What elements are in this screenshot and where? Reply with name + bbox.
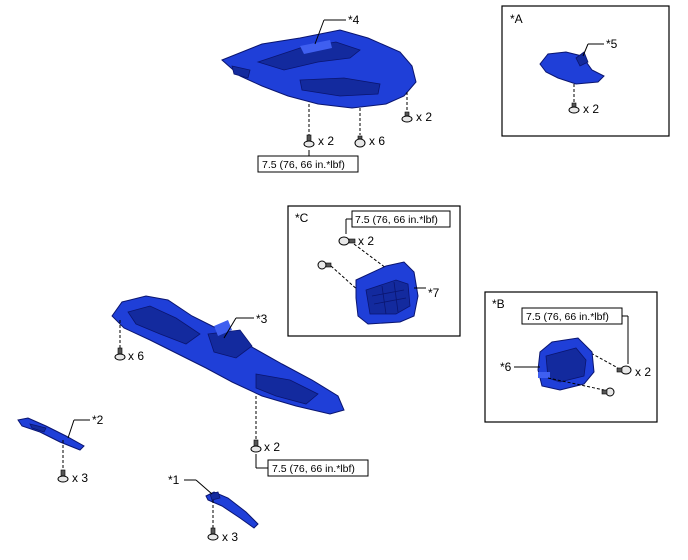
part-5-qty: x 2 [583, 102, 599, 116]
part-7-qty: x 2 [358, 234, 374, 248]
part-4-torque: 7.5 (76, 66 in.*lbf) [262, 159, 345, 171]
part-6-cover [537, 337, 595, 391]
part-4-qty-left: x 2 [318, 134, 334, 148]
part-5-callout: *5 [606, 37, 618, 51]
inset-a-label: *A [510, 12, 523, 26]
part-7-cover [355, 261, 419, 325]
bolt-icon [207, 527, 219, 541]
part-3-callout: *3 [256, 312, 268, 326]
part-2-qty: x 3 [72, 471, 88, 485]
part-3-under-cover [111, 295, 345, 415]
bolt-icon [401, 111, 413, 123]
inset-c-label: *C [295, 211, 309, 225]
part-3-qty-left: x 6 [128, 349, 144, 363]
part-7-callout: *7 [428, 286, 440, 300]
part-4-torque-box [257, 155, 359, 173]
part-4-engine-under-cover [221, 29, 417, 109]
bolt-icon [57, 469, 69, 483]
bolt-icon [616, 365, 632, 375]
part-7-torque: 7.5 (76, 66 in.*lbf) [355, 214, 438, 226]
part-4-leader [314, 19, 325, 45]
part-3-qty-bottom: x 2 [264, 440, 280, 454]
clip-icon [317, 260, 332, 270]
bolt-icon [338, 236, 356, 246]
clip-icon [354, 135, 366, 148]
part-6-callout: *6 [500, 360, 512, 374]
part-6-torque: 7.5 (76, 66 in.*lbf) [526, 311, 609, 323]
clip-icon [601, 387, 615, 397]
inset-b-label: *B [492, 297, 505, 311]
bolt-icon [250, 439, 262, 453]
part-2-bracket [17, 417, 85, 451]
part-1-qty: x 3 [222, 530, 238, 544]
bolt-icon [303, 134, 315, 148]
part-4-callout: *4 [348, 13, 360, 27]
part-3-torque-box [267, 459, 369, 477]
bolt-icon [114, 347, 126, 361]
part-4-qty-mid: x 6 [369, 134, 385, 148]
part-2-callout: *2 [92, 413, 104, 427]
part-1-callout: *1 [168, 473, 180, 487]
part-3-torque: 7.5 (76, 66 in.*lbf) [272, 463, 355, 475]
part-5-cover [539, 51, 605, 85]
part-6-qty: x 2 [635, 365, 651, 379]
part-4-qty-right: x 2 [416, 110, 432, 124]
bolt-icon [568, 102, 580, 114]
part-1-bracket [205, 491, 259, 529]
